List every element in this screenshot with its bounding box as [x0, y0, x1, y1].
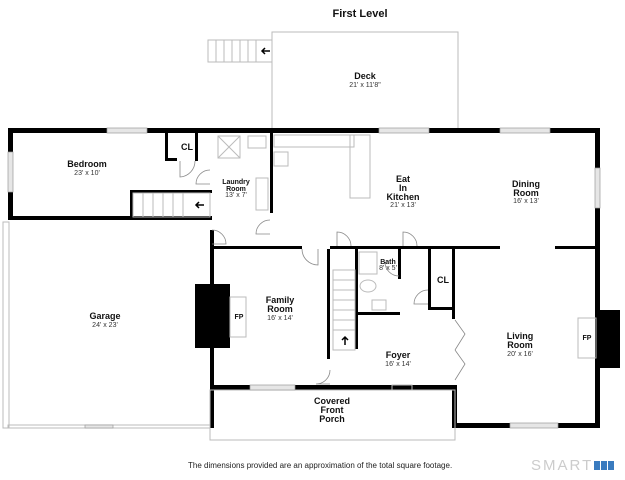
porch-label-3: Porch: [319, 414, 345, 424]
fireplace-label: FP: [235, 314, 244, 321]
family-label-2: Room: [267, 304, 293, 314]
windows: [7, 127, 601, 429]
disclaimer: The dimensions provided are an approxima…: [188, 461, 453, 470]
living-label-2: Room: [507, 340, 533, 350]
laundry-label: Laundry: [222, 179, 250, 186]
closet-label-2: CL: [437, 275, 449, 285]
bath-label: Bath: [380, 259, 396, 266]
kitchen-label-3: Kitchen: [386, 192, 419, 202]
porch-label-2: Front: [321, 405, 344, 415]
fixtures: [132, 134, 387, 351]
porch-label: Covered: [314, 396, 350, 406]
doors: [179, 160, 466, 391]
foyer-label: Foyer: [386, 350, 411, 360]
foyer-dim: 16' x 14': [385, 361, 411, 368]
family-label: Family: [266, 295, 295, 305]
kitchen-label-2: In: [399, 183, 407, 193]
kitchen-label: Eat: [396, 174, 410, 184]
fireplace-label-2: FP: [583, 335, 592, 342]
deck-label: Deck: [354, 71, 377, 81]
bedroom-dim: 23' x 10': [74, 170, 100, 177]
laundry-label-2: Room: [226, 186, 246, 193]
dining-dim: 16' x 13': [513, 198, 539, 205]
logo-text: SMART: [531, 457, 594, 474]
kitchen-dim: 21' x 13': [390, 202, 416, 209]
garage-label: Garage: [89, 311, 120, 321]
deck-dim: 21' x 11'8": [349, 82, 381, 89]
smart-mls-logo: SMART: [531, 457, 615, 474]
floor-title: First Level: [332, 8, 388, 20]
deck-outline: [271, 31, 459, 131]
living-dim: 20' x 16': [507, 351, 533, 358]
garage-dim: 24' x 23': [92, 322, 118, 329]
bedroom-label: Bedroom: [67, 159, 107, 169]
bath-dim: 8' x 5': [379, 265, 397, 272]
family-dim: 16' x 14': [267, 315, 293, 322]
exterior-stairs: [207, 39, 273, 63]
walls: [8, 128, 620, 428]
dining-label: Dining: [512, 179, 540, 189]
living-label: Living: [507, 331, 534, 341]
laundry-dim: 13' x 7': [225, 192, 247, 199]
dining-label-2: Room: [513, 188, 539, 198]
closet-label: CL: [181, 142, 193, 152]
